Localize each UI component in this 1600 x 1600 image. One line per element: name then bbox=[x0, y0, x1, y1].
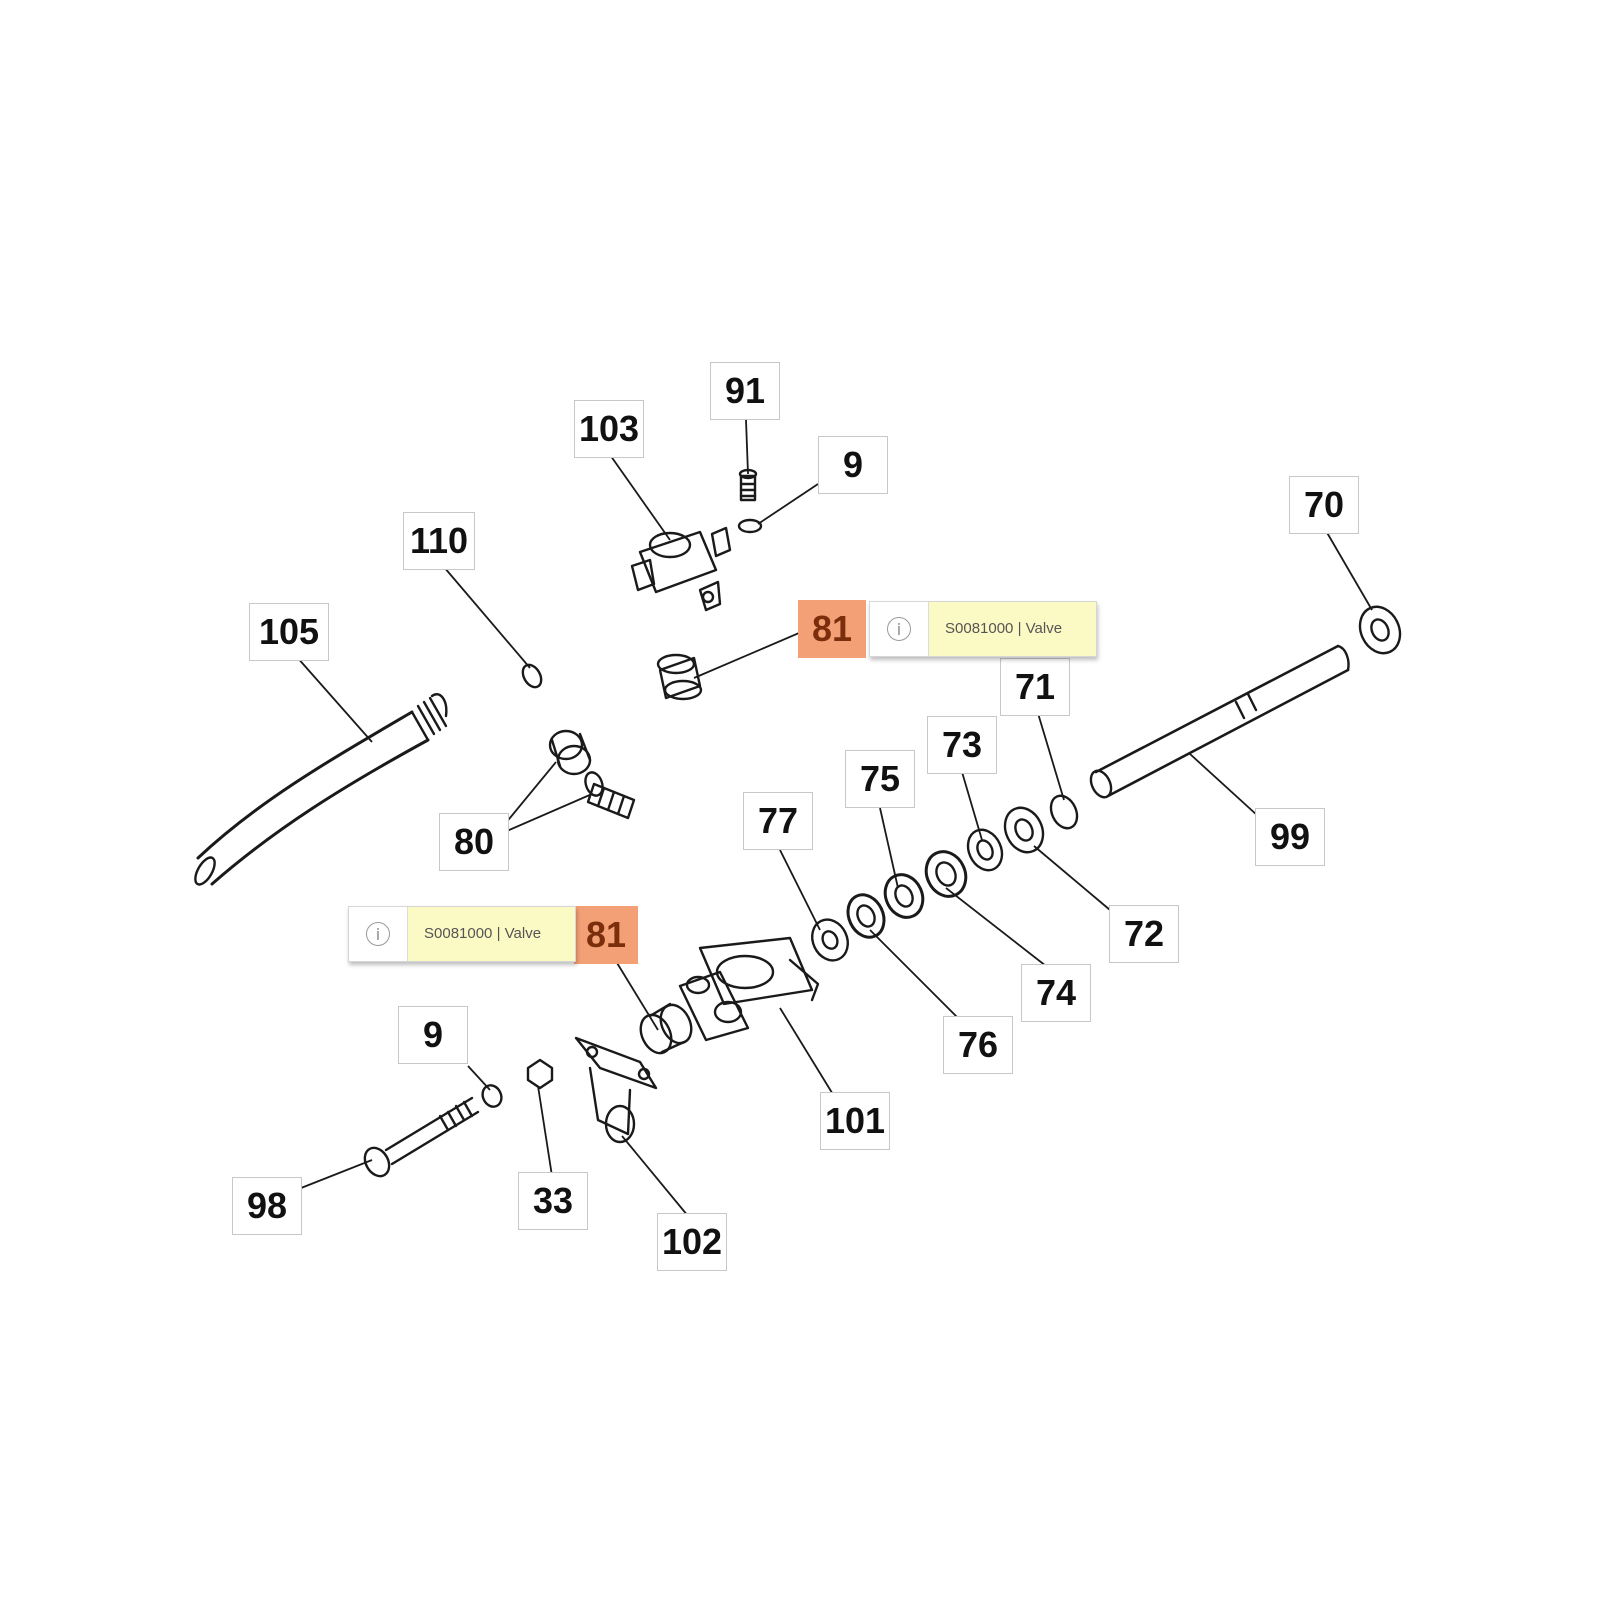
callout-71[interactable]: 71 bbox=[1000, 658, 1070, 716]
part-103-fitting bbox=[630, 526, 732, 612]
info-icon[interactable]: i bbox=[349, 907, 408, 961]
part-33-nut bbox=[526, 1058, 554, 1090]
leader-lines bbox=[295, 419, 1373, 1217]
callout-105[interactable]: 105 bbox=[249, 603, 329, 661]
callout-70[interactable]: 70 bbox=[1289, 476, 1359, 534]
part-80-fittings bbox=[548, 729, 636, 820]
part-75-seal bbox=[883, 873, 925, 919]
part-101-body bbox=[678, 936, 820, 1042]
callout-98[interactable]: 98 bbox=[232, 1177, 302, 1235]
callout-72[interactable]: 72 bbox=[1109, 905, 1179, 963]
part-102-elbow bbox=[574, 1036, 658, 1144]
part-81-valve-lower bbox=[639, 1002, 693, 1055]
part-71-ring bbox=[1049, 794, 1079, 830]
callout-75[interactable]: 75 bbox=[845, 750, 915, 808]
callout-33[interactable]: 33 bbox=[518, 1172, 588, 1230]
tooltip-text: S0081000 | Valve bbox=[408, 907, 575, 961]
callout-9-lower[interactable]: 9 bbox=[398, 1006, 468, 1064]
part-9-washer-upper bbox=[737, 518, 763, 534]
callout-77[interactable]: 77 bbox=[743, 792, 813, 850]
tooltip-text: S0081000 | Valve bbox=[929, 602, 1096, 656]
callout-103[interactable]: 103 bbox=[574, 400, 644, 458]
part-98-bolt bbox=[363, 1096, 480, 1178]
info-icon[interactable]: i bbox=[870, 602, 929, 656]
callout-76[interactable]: 76 bbox=[943, 1016, 1013, 1074]
part-110-ring bbox=[521, 663, 543, 689]
tooltip-81-upper: i S0081000 | Valve bbox=[869, 601, 1097, 657]
part-105-hose bbox=[194, 693, 448, 886]
part-99-shaft bbox=[1089, 644, 1350, 799]
part-9-washer-lower bbox=[481, 1084, 503, 1108]
callout-110[interactable]: 110 bbox=[403, 512, 475, 570]
callout-81-lower[interactable]: 81 bbox=[574, 906, 638, 964]
callout-80[interactable]: 80 bbox=[439, 813, 509, 871]
callout-99[interactable]: 99 bbox=[1255, 808, 1325, 866]
part-77-washer bbox=[811, 918, 849, 962]
part-70-bearing bbox=[1358, 605, 1402, 655]
callout-91[interactable]: 91 bbox=[710, 362, 780, 420]
callout-101[interactable]: 101 bbox=[820, 1092, 890, 1150]
callout-73[interactable]: 73 bbox=[927, 716, 997, 774]
part-72-seal bbox=[1003, 806, 1045, 854]
part-76-seal bbox=[846, 893, 886, 939]
tooltip-81-lower: i S0081000 | Valve bbox=[348, 906, 576, 962]
callout-102[interactable]: 102 bbox=[657, 1213, 727, 1271]
part-74-seal bbox=[924, 850, 968, 898]
part-81-valve-upper bbox=[656, 653, 703, 701]
callout-81-upper[interactable]: 81 bbox=[798, 600, 866, 658]
part-91-screw bbox=[738, 468, 758, 502]
callout-74[interactable]: 74 bbox=[1021, 964, 1091, 1022]
callout-9-upper[interactable]: 9 bbox=[818, 436, 888, 494]
part-73-seal bbox=[966, 828, 1004, 872]
